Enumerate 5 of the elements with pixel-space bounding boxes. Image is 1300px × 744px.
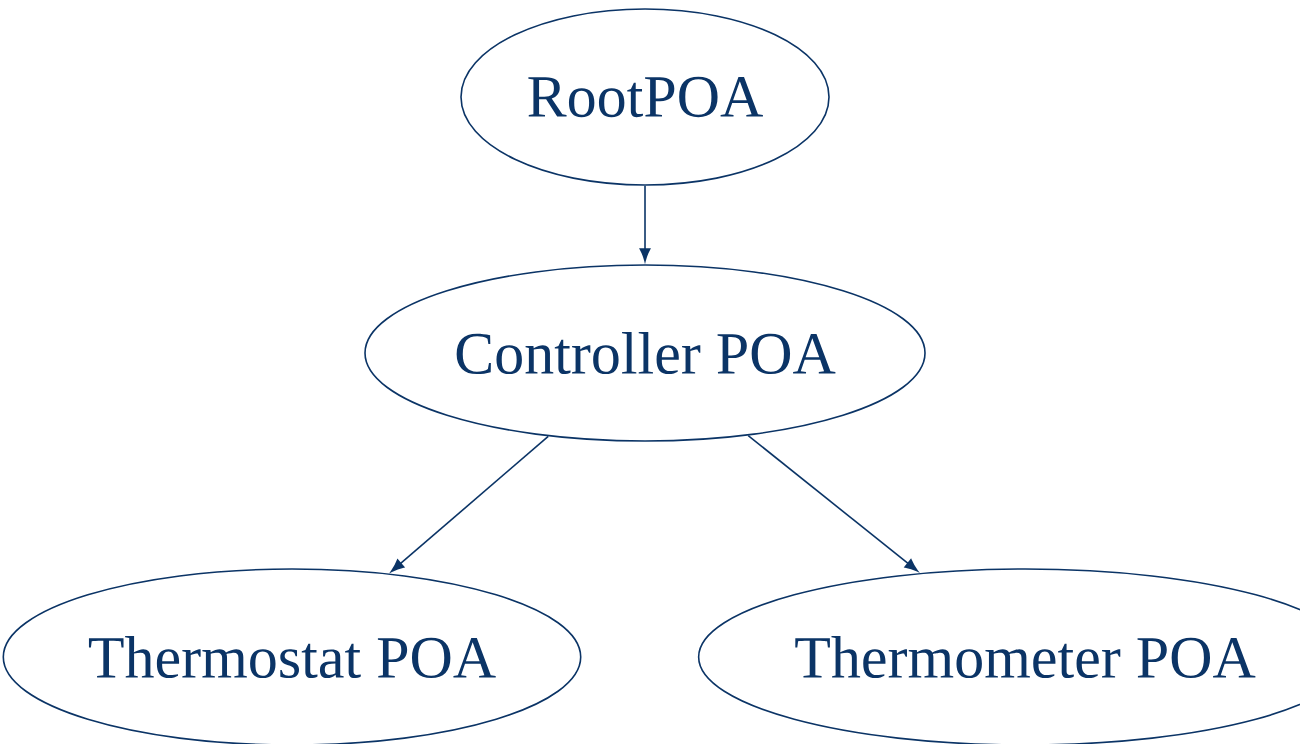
arrow bbox=[747, 434, 919, 572]
ellipse-node: Controller POA bbox=[364, 264, 926, 442]
arrow bbox=[639, 185, 651, 262]
arrow bbox=[390, 435, 549, 572]
ellipse-node: RootPOA bbox=[460, 8, 830, 186]
